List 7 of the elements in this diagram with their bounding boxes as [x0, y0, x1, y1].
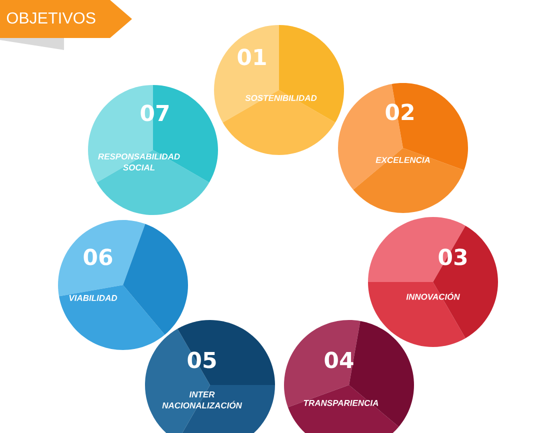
node-label: 04: [324, 352, 354, 368]
node-label: 01: [238, 48, 266, 66]
node-label: 06: [84, 248, 112, 266]
node-label: 07: [140, 104, 169, 122]
title-banner: OBJETIVOS: [0, 0, 132, 50]
node-label: VIABILIDAD: [69, 295, 118, 301]
node-label: 02: [386, 104, 414, 120]
